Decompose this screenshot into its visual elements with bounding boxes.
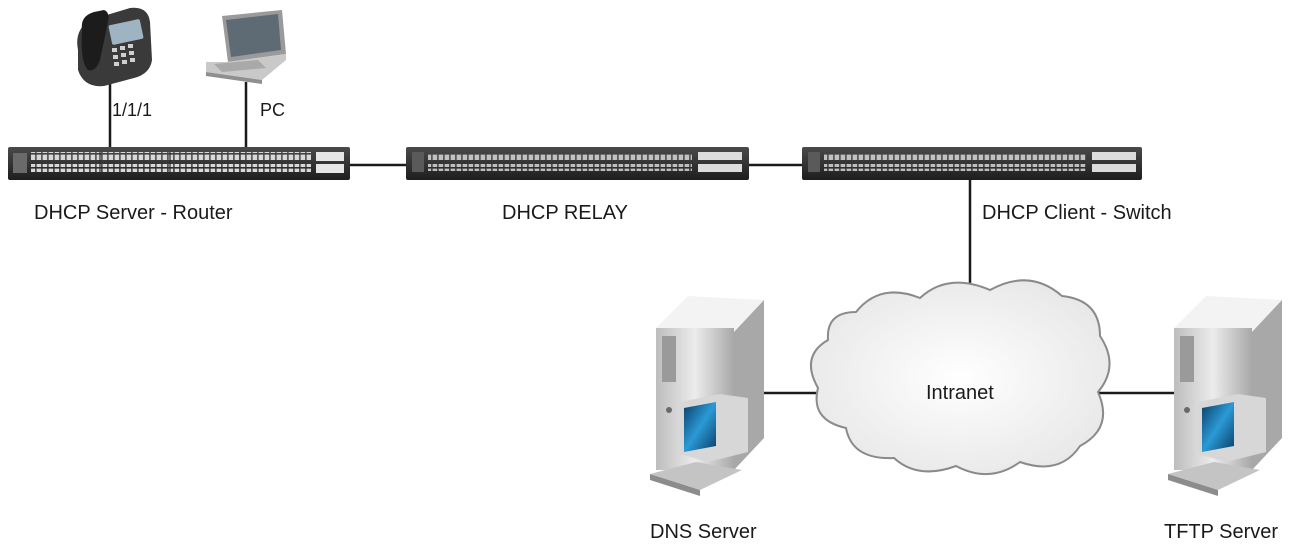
server-icon bbox=[1168, 296, 1282, 496]
switch-icon bbox=[8, 147, 350, 180]
tftp-label: TFTP Server bbox=[1164, 521, 1279, 543]
cloud-icon bbox=[809, 279, 1111, 476]
switch-icon bbox=[802, 147, 1142, 180]
port-label: 1/1/1 bbox=[112, 100, 153, 120]
relay-label: DHCP RELAY bbox=[502, 202, 628, 224]
links bbox=[108, 78, 1176, 395]
dns-label: DNS Server bbox=[650, 521, 757, 543]
ip-phone-icon bbox=[77, 7, 152, 87]
router-label: DHCP Server - Router bbox=[34, 202, 233, 224]
switch-icon bbox=[406, 147, 749, 180]
cloud-label: Intranet bbox=[926, 382, 994, 404]
laptop-icon bbox=[206, 10, 286, 84]
client-label: DHCP Client - Switch bbox=[982, 202, 1172, 224]
server-icon bbox=[650, 296, 764, 496]
pc-label: PC bbox=[260, 100, 286, 120]
